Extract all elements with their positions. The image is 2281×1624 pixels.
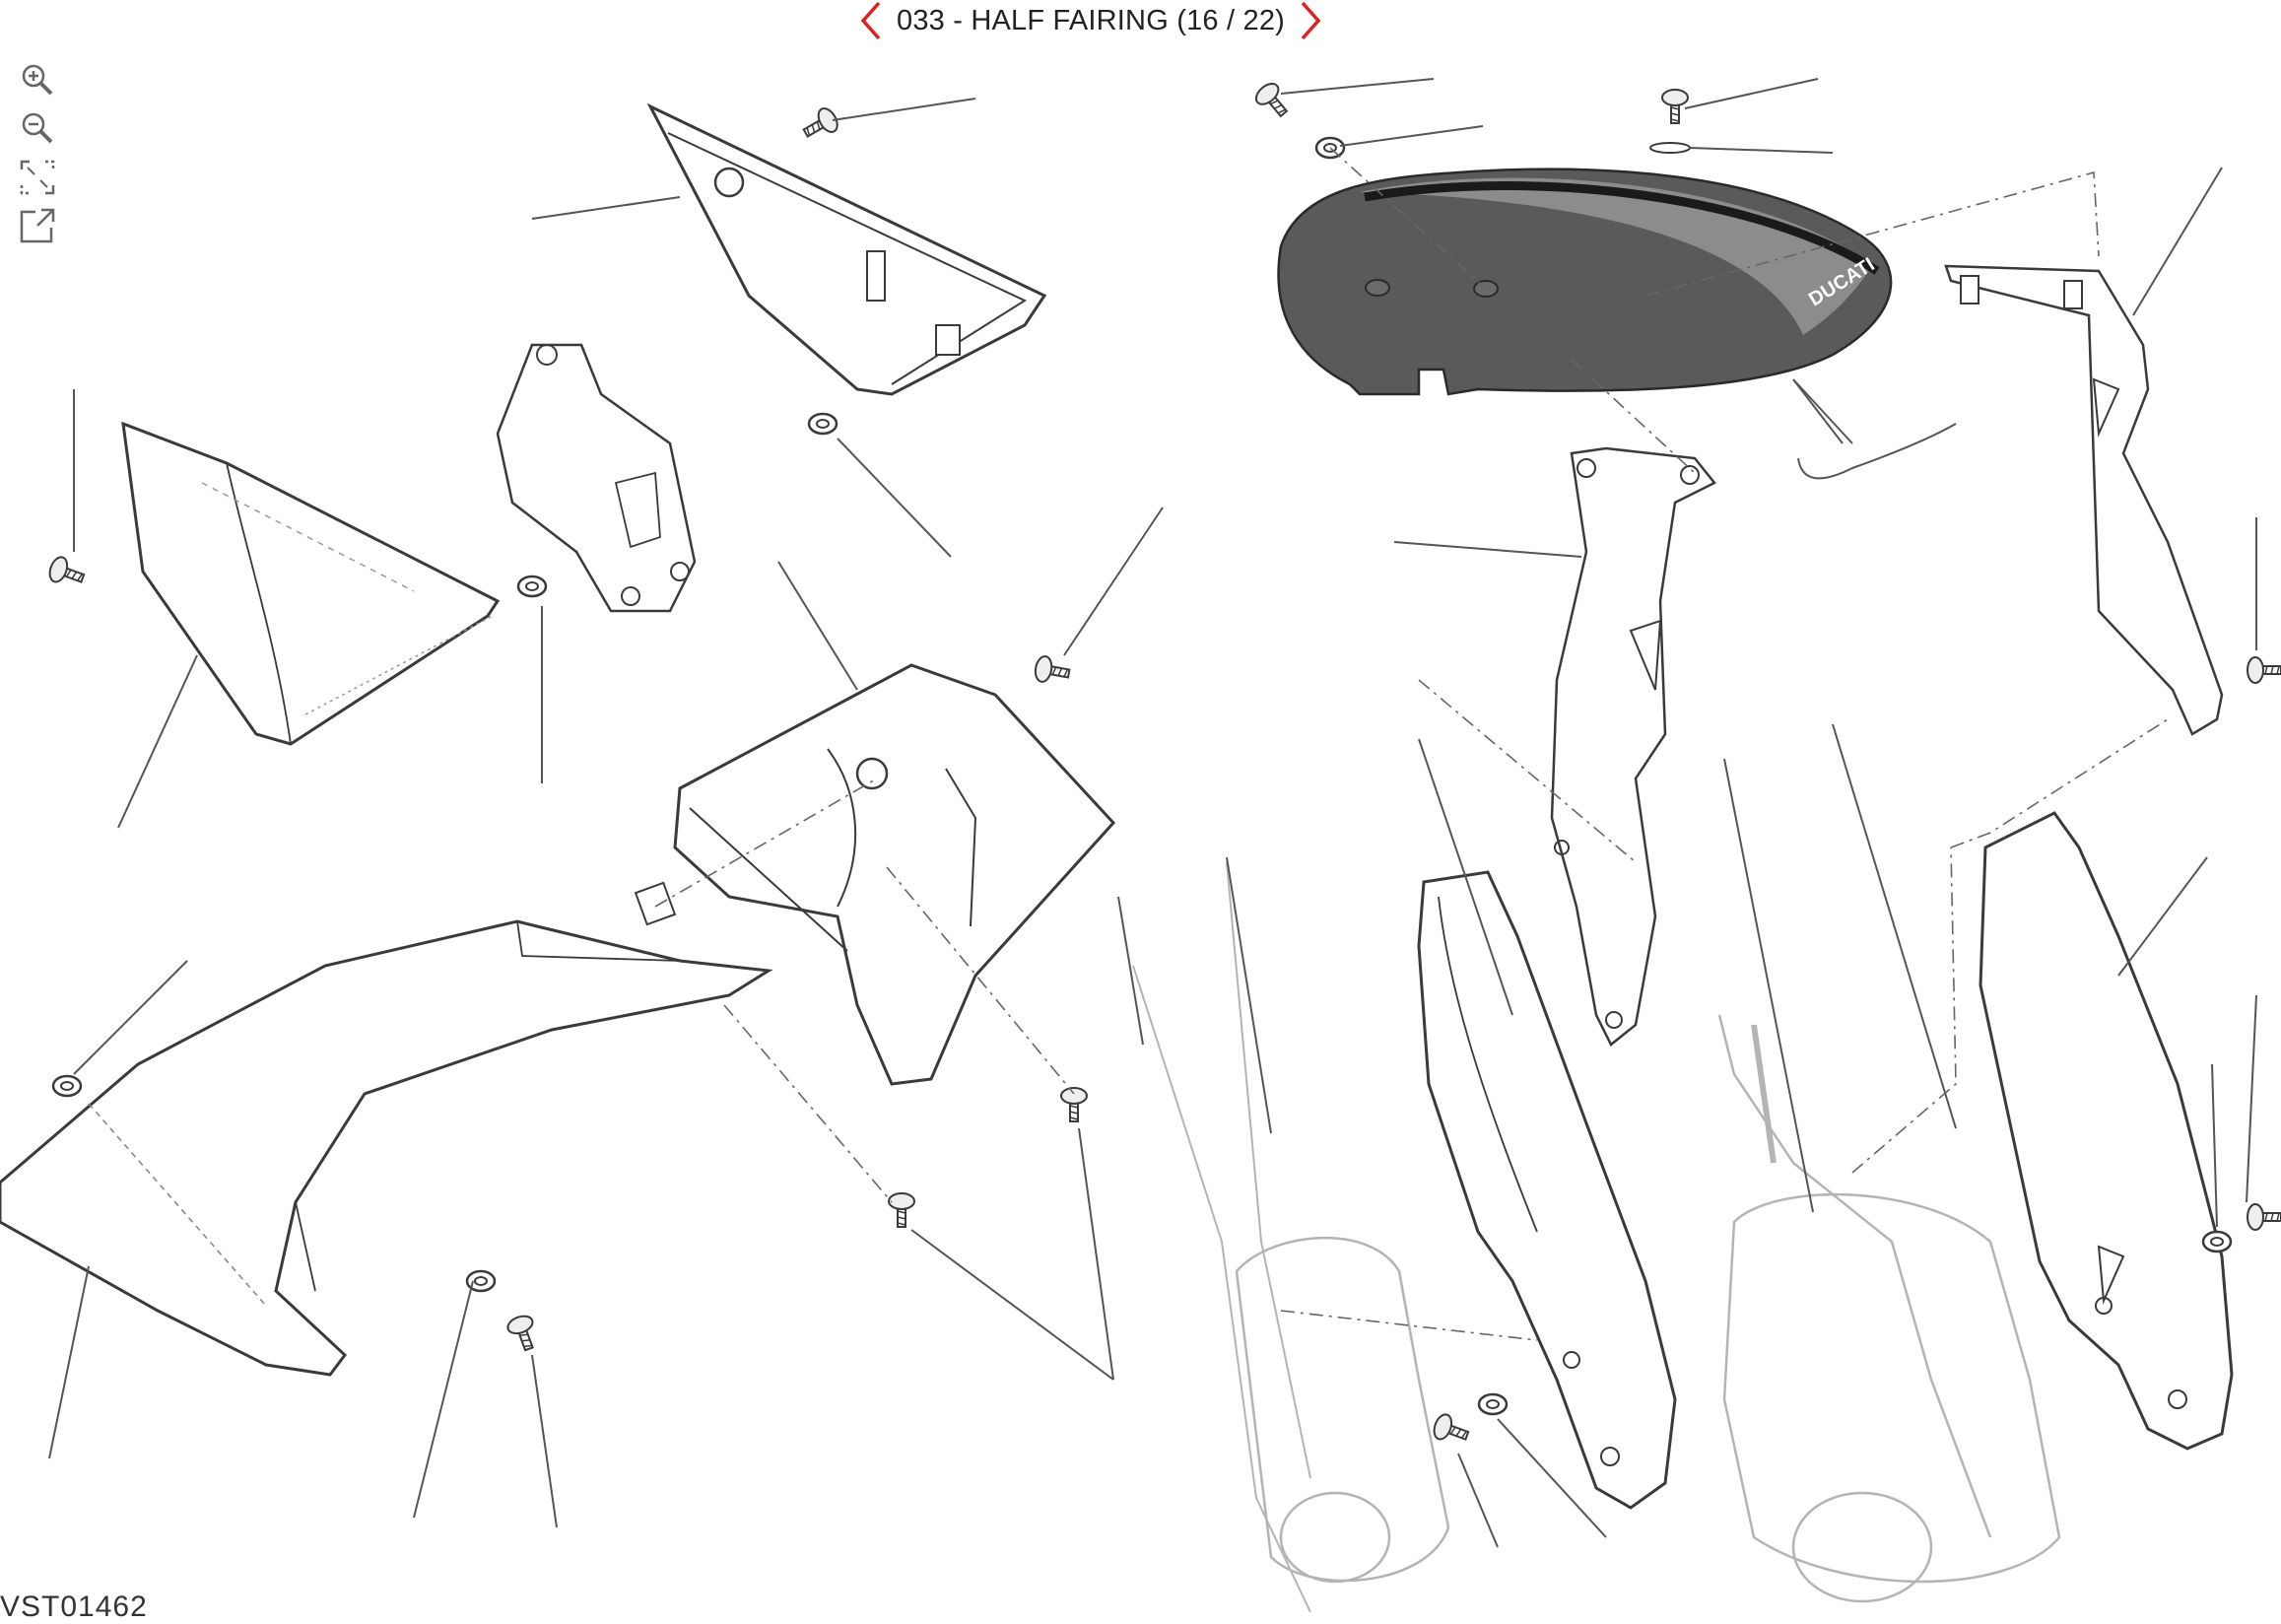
assembly-lines — [654, 147, 2169, 1341]
grommet-part[interactable] — [51, 1074, 83, 1098]
page-title: 033 - HALF FAIRING (16 / 22) — [897, 4, 1286, 36]
screw-part[interactable] — [888, 1192, 915, 1228]
mounting-bracket[interactable] — [496, 343, 697, 613]
side-cover-panel[interactable] — [121, 421, 501, 746]
screw-part[interactable] — [503, 1312, 543, 1355]
windscreen[interactable]: DUCATI — [1277, 168, 1893, 396]
fork-guard-right[interactable] — [1979, 811, 2234, 1451]
air-duct[interactable] — [673, 663, 1116, 1086]
screw-part[interactable] — [1032, 653, 1072, 688]
title-bar: 033 - HALF FAIRING (16 / 22) — [857, 0, 1324, 41]
screw-part[interactable] — [1251, 78, 1295, 123]
zoom-out-icon[interactable] — [18, 109, 57, 149]
screw-part[interactable] — [1661, 89, 1689, 124]
chevron-left-icon[interactable] — [857, 0, 883, 41]
zoom-in-icon[interactable] — [18, 61, 57, 101]
washer-part[interactable] — [1649, 142, 1691, 154]
lower-half-fairing[interactable] — [0, 919, 773, 1377]
screw-part[interactable] — [2247, 656, 2281, 684]
open-in-new-window-icon[interactable] — [18, 206, 57, 245]
screw-part[interactable] — [45, 553, 89, 592]
windscreen-bracket-center[interactable] — [1550, 446, 1716, 1047]
upper-side-panel[interactable] — [646, 102, 1047, 396]
view-toolbar — [18, 61, 61, 254]
drawing-code: VST01462 — [0, 1590, 148, 1623]
washer-part[interactable] — [1477, 1392, 1509, 1416]
grommet-part[interactable] — [807, 412, 839, 436]
screw-part[interactable] — [798, 103, 842, 146]
screw-part[interactable] — [1430, 1410, 1473, 1450]
fork-guard-left[interactable] — [1417, 870, 1677, 1510]
washer-part[interactable] — [2201, 1230, 2233, 1253]
windscreen-bracket-right[interactable] — [1944, 264, 2224, 736]
spacer-part[interactable] — [634, 881, 677, 926]
grommet-part[interactable] — [516, 575, 548, 598]
chevron-right-icon[interactable] — [1299, 0, 1324, 41]
screw-part[interactable] — [2247, 1203, 2281, 1231]
fit-to-screen-icon[interactable] — [18, 158, 57, 197]
leader-lines — [48, 78, 2257, 1548]
